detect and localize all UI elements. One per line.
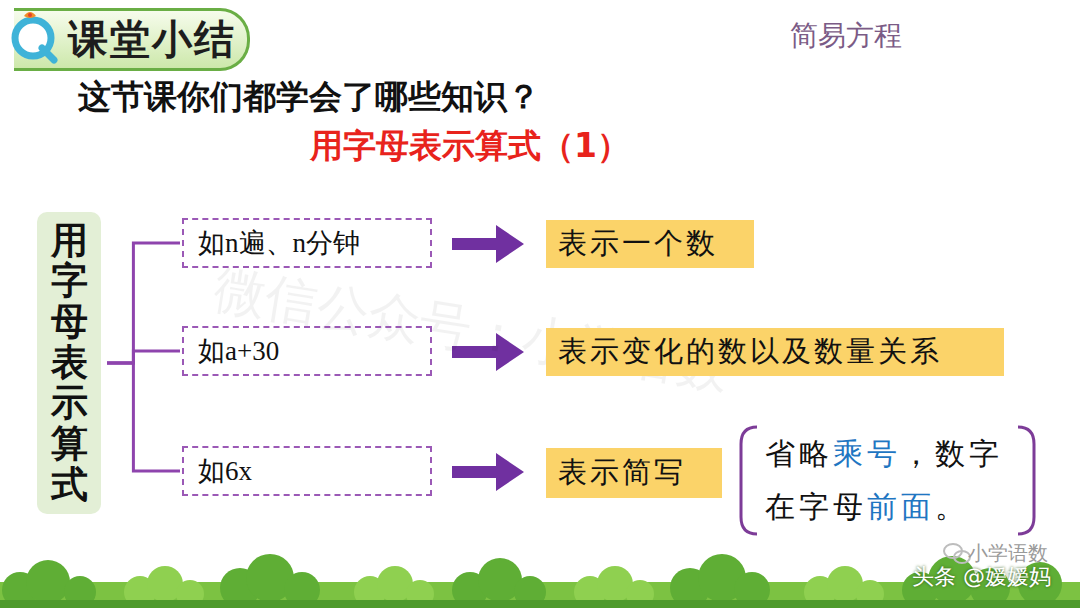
example-box: 如6x [182, 446, 432, 496]
rule-text: 省略乘号，数字在字母前面。 [765, 428, 1010, 533]
node-text: 如a+30 [198, 333, 279, 369]
rule-bracket-box: 省略乘号，数字在字母前面。 [737, 424, 1038, 537]
watermark: 头条 @嫒嫒妈 [912, 562, 1051, 592]
meaning-box: 表示变化的数以及数量关系 [546, 328, 1004, 376]
example-box: 如n遍、n分钟 [182, 218, 432, 268]
meaning-box: 表示一个数 [546, 220, 754, 268]
node-text: 课堂小结 [68, 12, 236, 67]
example-box: 如a+30 [182, 326, 432, 376]
meaning-box: 表示简写 [546, 448, 722, 498]
node-text: 如n遍、n分钟 [198, 225, 360, 261]
grass-border [0, 554, 1080, 608]
rule-text: 省略 [765, 437, 833, 470]
watermark: 小学语数 [968, 540, 1048, 567]
bracket-line [107, 243, 180, 363]
fat-arrow [452, 453, 524, 491]
bracket-line [107, 363, 180, 471]
wechat-icon [944, 544, 970, 563]
node-text: 表示变化的数以及数量关系 [558, 332, 942, 372]
lesson-title: 用字母表示算式（1） [310, 124, 630, 169]
bracket-outline [741, 427, 1034, 534]
unit-name: 简易方程 [790, 17, 902, 55]
highlight-word: 乘号 [833, 437, 901, 470]
node-text: 如6x [198, 453, 252, 489]
highlight-word: 前面 [867, 490, 935, 523]
topic-box: 用字母表示算式 [37, 212, 101, 514]
q-icon [4, 6, 64, 66]
node-text: 表示一个数 [558, 224, 718, 264]
bracket-line [107, 351, 180, 363]
node-text: 表示简写 [558, 453, 686, 493]
fat-arrow [452, 225, 524, 263]
question-heading: 这节课你们都学会了哪些知识？ [78, 75, 540, 120]
rule-text: 。 [935, 490, 969, 523]
vertical-title: 用字母表示算式 [51, 221, 88, 506]
